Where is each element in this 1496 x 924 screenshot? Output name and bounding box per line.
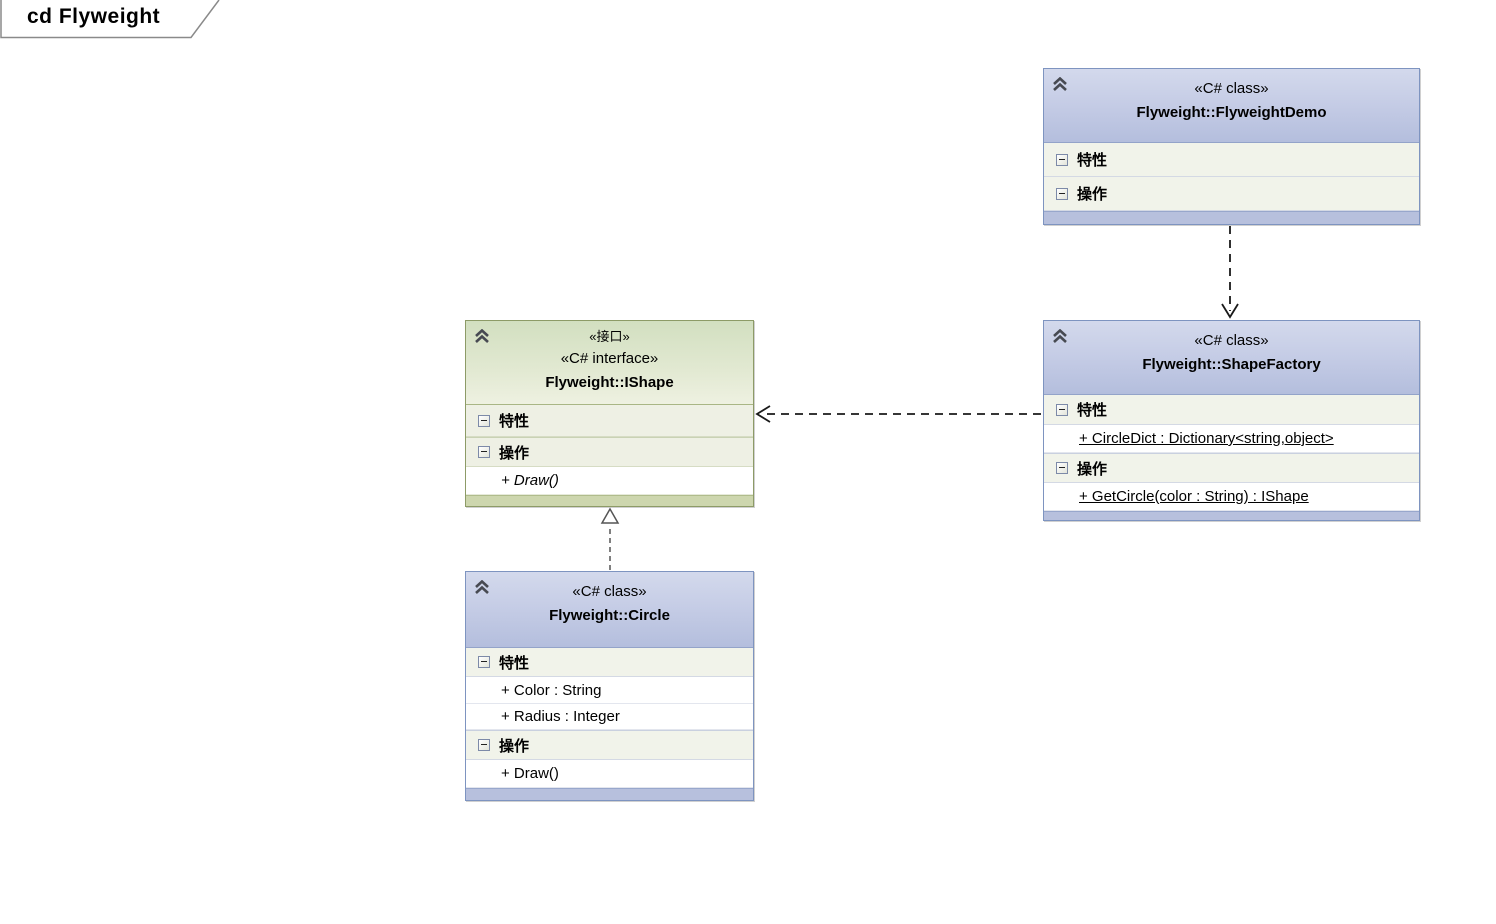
operations-section: 操作	[1044, 177, 1419, 211]
class-box-flyweightdemo[interactable]: «C# class» Flyweight::FlyweightDemo 特性 操…	[1043, 68, 1420, 225]
attributes-section: 特性	[466, 648, 753, 677]
class-name: Flyweight::ShapeFactory	[1142, 356, 1321, 373]
operations-section: 操作	[466, 437, 753, 467]
connector-shapefactory-to-ishape[interactable]	[755, 405, 1041, 423]
attributes-section: 特性	[1044, 395, 1419, 425]
frame-title: cd Flyweight	[27, 5, 161, 28]
stereotype-label: «C# class»	[1194, 80, 1269, 97]
collapse-minus-icon[interactable]	[478, 446, 490, 458]
operation-row[interactable]: + Draw()	[466, 467, 753, 495]
attributes-section-label: 特性	[499, 413, 530, 430]
collapse-minus-icon[interactable]	[478, 656, 490, 668]
collapse-minus-icon[interactable]	[478, 414, 490, 427]
stereotype-label: «C# class»	[1194, 332, 1269, 349]
operations-section-label: 操作	[499, 737, 530, 755]
attributes-section-label: 特性	[499, 654, 530, 672]
operations-section: 操作	[466, 730, 753, 760]
attribute-row[interactable]: + Color : String	[466, 677, 753, 704]
stereotype-label: «C# interface»	[560, 350, 659, 367]
class-header: «C# class» Flyweight::Circle	[466, 572, 753, 648]
operations-section-label: 操作	[1077, 186, 1108, 203]
class-header: «C# class» Flyweight::ShapeFactory	[1044, 321, 1419, 395]
attribute-text: + Radius : Integer	[501, 708, 620, 725]
operation-row[interactable]: + GetCircle(color : String) : IShape	[1044, 483, 1419, 511]
class-footer	[1044, 211, 1419, 224]
class-box-shapefactory[interactable]: «C# class» Flyweight::ShapeFactory 特性 + …	[1043, 320, 1420, 521]
attributes-section: 特性	[1044, 143, 1419, 177]
attributes-section-label: 特性	[1077, 152, 1108, 169]
operations-section-label: 操作	[1077, 460, 1108, 478]
interface-footer	[466, 495, 753, 506]
interface-header: «接口» «C# interface» Flyweight::IShape	[466, 321, 753, 405]
collapse-minus-icon[interactable]	[478, 739, 490, 751]
operation-row[interactable]: + Draw()	[466, 760, 753, 788]
class-footer	[466, 788, 753, 800]
class-box-circle[interactable]: «C# class» Flyweight::Circle 特性 + Color …	[465, 571, 754, 801]
attribute-text: + Color : String	[501, 681, 602, 699]
attribute-row[interactable]: + Radius : Integer	[466, 704, 753, 730]
collapse-minus-icon[interactable]	[1056, 187, 1068, 200]
connector-circle-realizes-ishape[interactable]	[600, 507, 620, 570]
stereotype-label: «C# class»	[572, 583, 647, 600]
connector-demo-to-shapefactory[interactable]	[1221, 226, 1239, 319]
attributes-section-label: 特性	[1077, 402, 1108, 419]
diagram-frame-label: cd Flyweight	[0, 0, 230, 42]
collapse-minus-icon[interactable]	[1056, 462, 1068, 474]
class-name: Flyweight::Circle	[549, 607, 670, 624]
operation-text: + Draw()	[501, 765, 559, 782]
collapse-chevron-icon[interactable]	[1052, 77, 1068, 92]
class-footer	[1044, 511, 1419, 520]
operations-section: 操作	[1044, 453, 1419, 483]
interface-box-ishape[interactable]: «接口» «C# interface» Flyweight::IShape 特性…	[465, 320, 754, 507]
collapse-minus-icon[interactable]	[1056, 153, 1068, 166]
operations-section-label: 操作	[499, 444, 530, 462]
interface-name: Flyweight::IShape	[545, 374, 674, 391]
attribute-row[interactable]: + CircleDict : Dictionary<string,object>	[1044, 425, 1419, 453]
collapse-chevron-icon[interactable]	[474, 329, 490, 344]
attributes-section: 特性	[466, 405, 753, 437]
frame-label-border	[0, 0, 220, 39]
class-header: «C# class» Flyweight::FlyweightDemo	[1044, 69, 1419, 143]
operation-text: + GetCircle(color : String) : IShape	[1079, 488, 1309, 505]
class-name: Flyweight::FlyweightDemo	[1136, 104, 1327, 121]
operation-text: + Draw()	[501, 472, 559, 489]
stereotype-cn-label: «接口»	[589, 329, 630, 344]
collapse-chevron-icon[interactable]	[474, 580, 490, 595]
attribute-text: + CircleDict : Dictionary<string,object>	[1079, 430, 1334, 447]
collapse-minus-icon[interactable]	[1056, 403, 1068, 416]
collapse-chevron-icon[interactable]	[1052, 329, 1068, 344]
